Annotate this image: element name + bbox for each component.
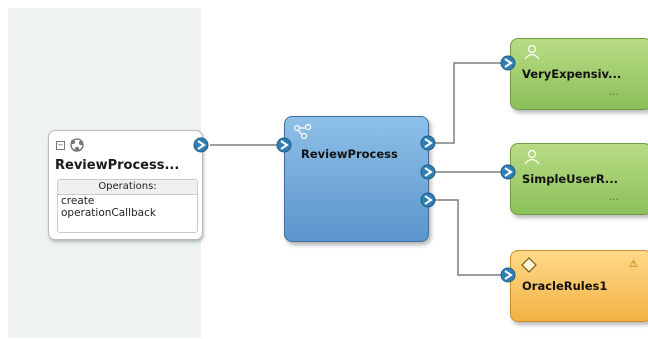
component-reference-port-icon[interactable] xyxy=(420,135,436,151)
component-title: ReviewProcess xyxy=(301,147,398,161)
component-simpleuser[interactable]: SimpleUserR... ... xyxy=(510,143,648,215)
service-title: ReviewProcess... xyxy=(55,158,180,173)
human-task-port-icon[interactable] xyxy=(500,55,516,71)
human-task-port-icon[interactable] xyxy=(500,164,516,180)
component-more-indicator: ... xyxy=(609,87,619,98)
collapse-icon[interactable]: − xyxy=(56,140,65,150)
web-service-icon xyxy=(70,138,84,152)
wire-to-oraclerules xyxy=(434,199,505,276)
warning-icon: ⚠ xyxy=(629,259,638,270)
service-card-header: − xyxy=(56,137,86,153)
operations-header: Operations: xyxy=(58,180,197,195)
component-title: VeryExpensiv... xyxy=(522,67,622,81)
human-task-icon xyxy=(524,149,540,165)
bpel-process-icon xyxy=(293,123,312,140)
operation-item[interactable]: create xyxy=(61,195,95,207)
component-reviewprocess[interactable]: ReviewProcess xyxy=(284,116,429,242)
operation-item[interactable]: operationCallback xyxy=(61,207,156,219)
component-reference-port-icon[interactable] xyxy=(420,164,436,180)
business-rule-icon xyxy=(521,257,537,273)
business-rule-port-icon[interactable] xyxy=(500,267,516,283)
service-card-reviewprocess[interactable]: − ReviewProcess... Operations: create op… xyxy=(48,130,203,240)
component-title: OracleRules1 xyxy=(522,279,608,293)
component-reference-port-icon[interactable] xyxy=(420,192,436,208)
component-title: SimpleUserR... xyxy=(522,172,619,186)
component-service-port-icon[interactable] xyxy=(276,137,292,153)
service-port-icon[interactable] xyxy=(193,137,209,153)
operations-panel: Operations: create operationCallback xyxy=(57,179,198,233)
wire-to-veryexpensive xyxy=(434,62,505,144)
component-veryexpensive[interactable]: VeryExpensiv... ... xyxy=(510,38,648,110)
component-oraclerules[interactable]: ⚠ OracleRules1 xyxy=(510,250,648,322)
human-task-icon xyxy=(524,44,540,60)
component-more-indicator: ... xyxy=(609,192,619,203)
